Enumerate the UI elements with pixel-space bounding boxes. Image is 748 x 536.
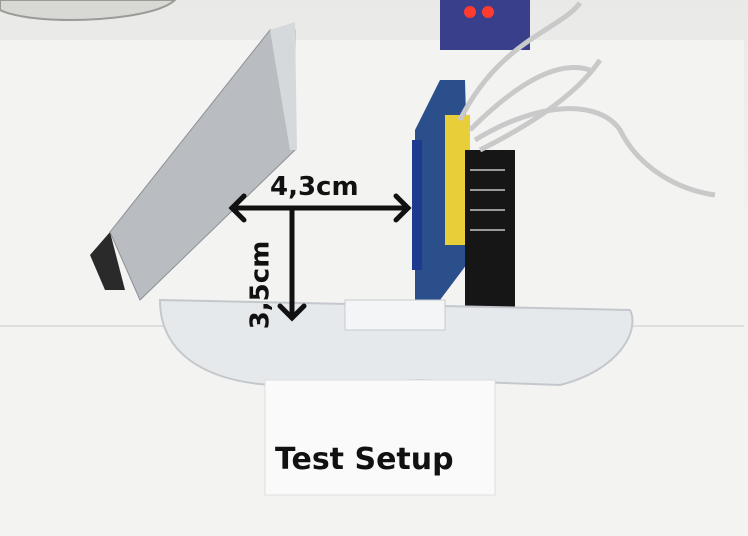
wires: [457, 1, 716, 198]
stand: [264, 379, 496, 496]
disc: [0, 0, 177, 22]
width-arrowhead-right: [393, 193, 412, 223]
caption: Test Setup: [275, 442, 454, 477]
led: [464, 6, 476, 18]
width-label: 4,3cm: [270, 172, 359, 202]
height-arrowhead: [277, 303, 307, 322]
connector-pins: [470, 169, 505, 231]
measure-arrows: [228, 193, 412, 322]
height-label: 3,5cm: [245, 240, 276, 330]
width-arrowhead-left: [228, 193, 247, 223]
led: [482, 6, 494, 18]
pcb-edge: [412, 140, 422, 270]
mirror-shadow: [90, 232, 125, 290]
mirror-edge: [270, 22, 297, 150]
lens-clip: [344, 299, 446, 331]
